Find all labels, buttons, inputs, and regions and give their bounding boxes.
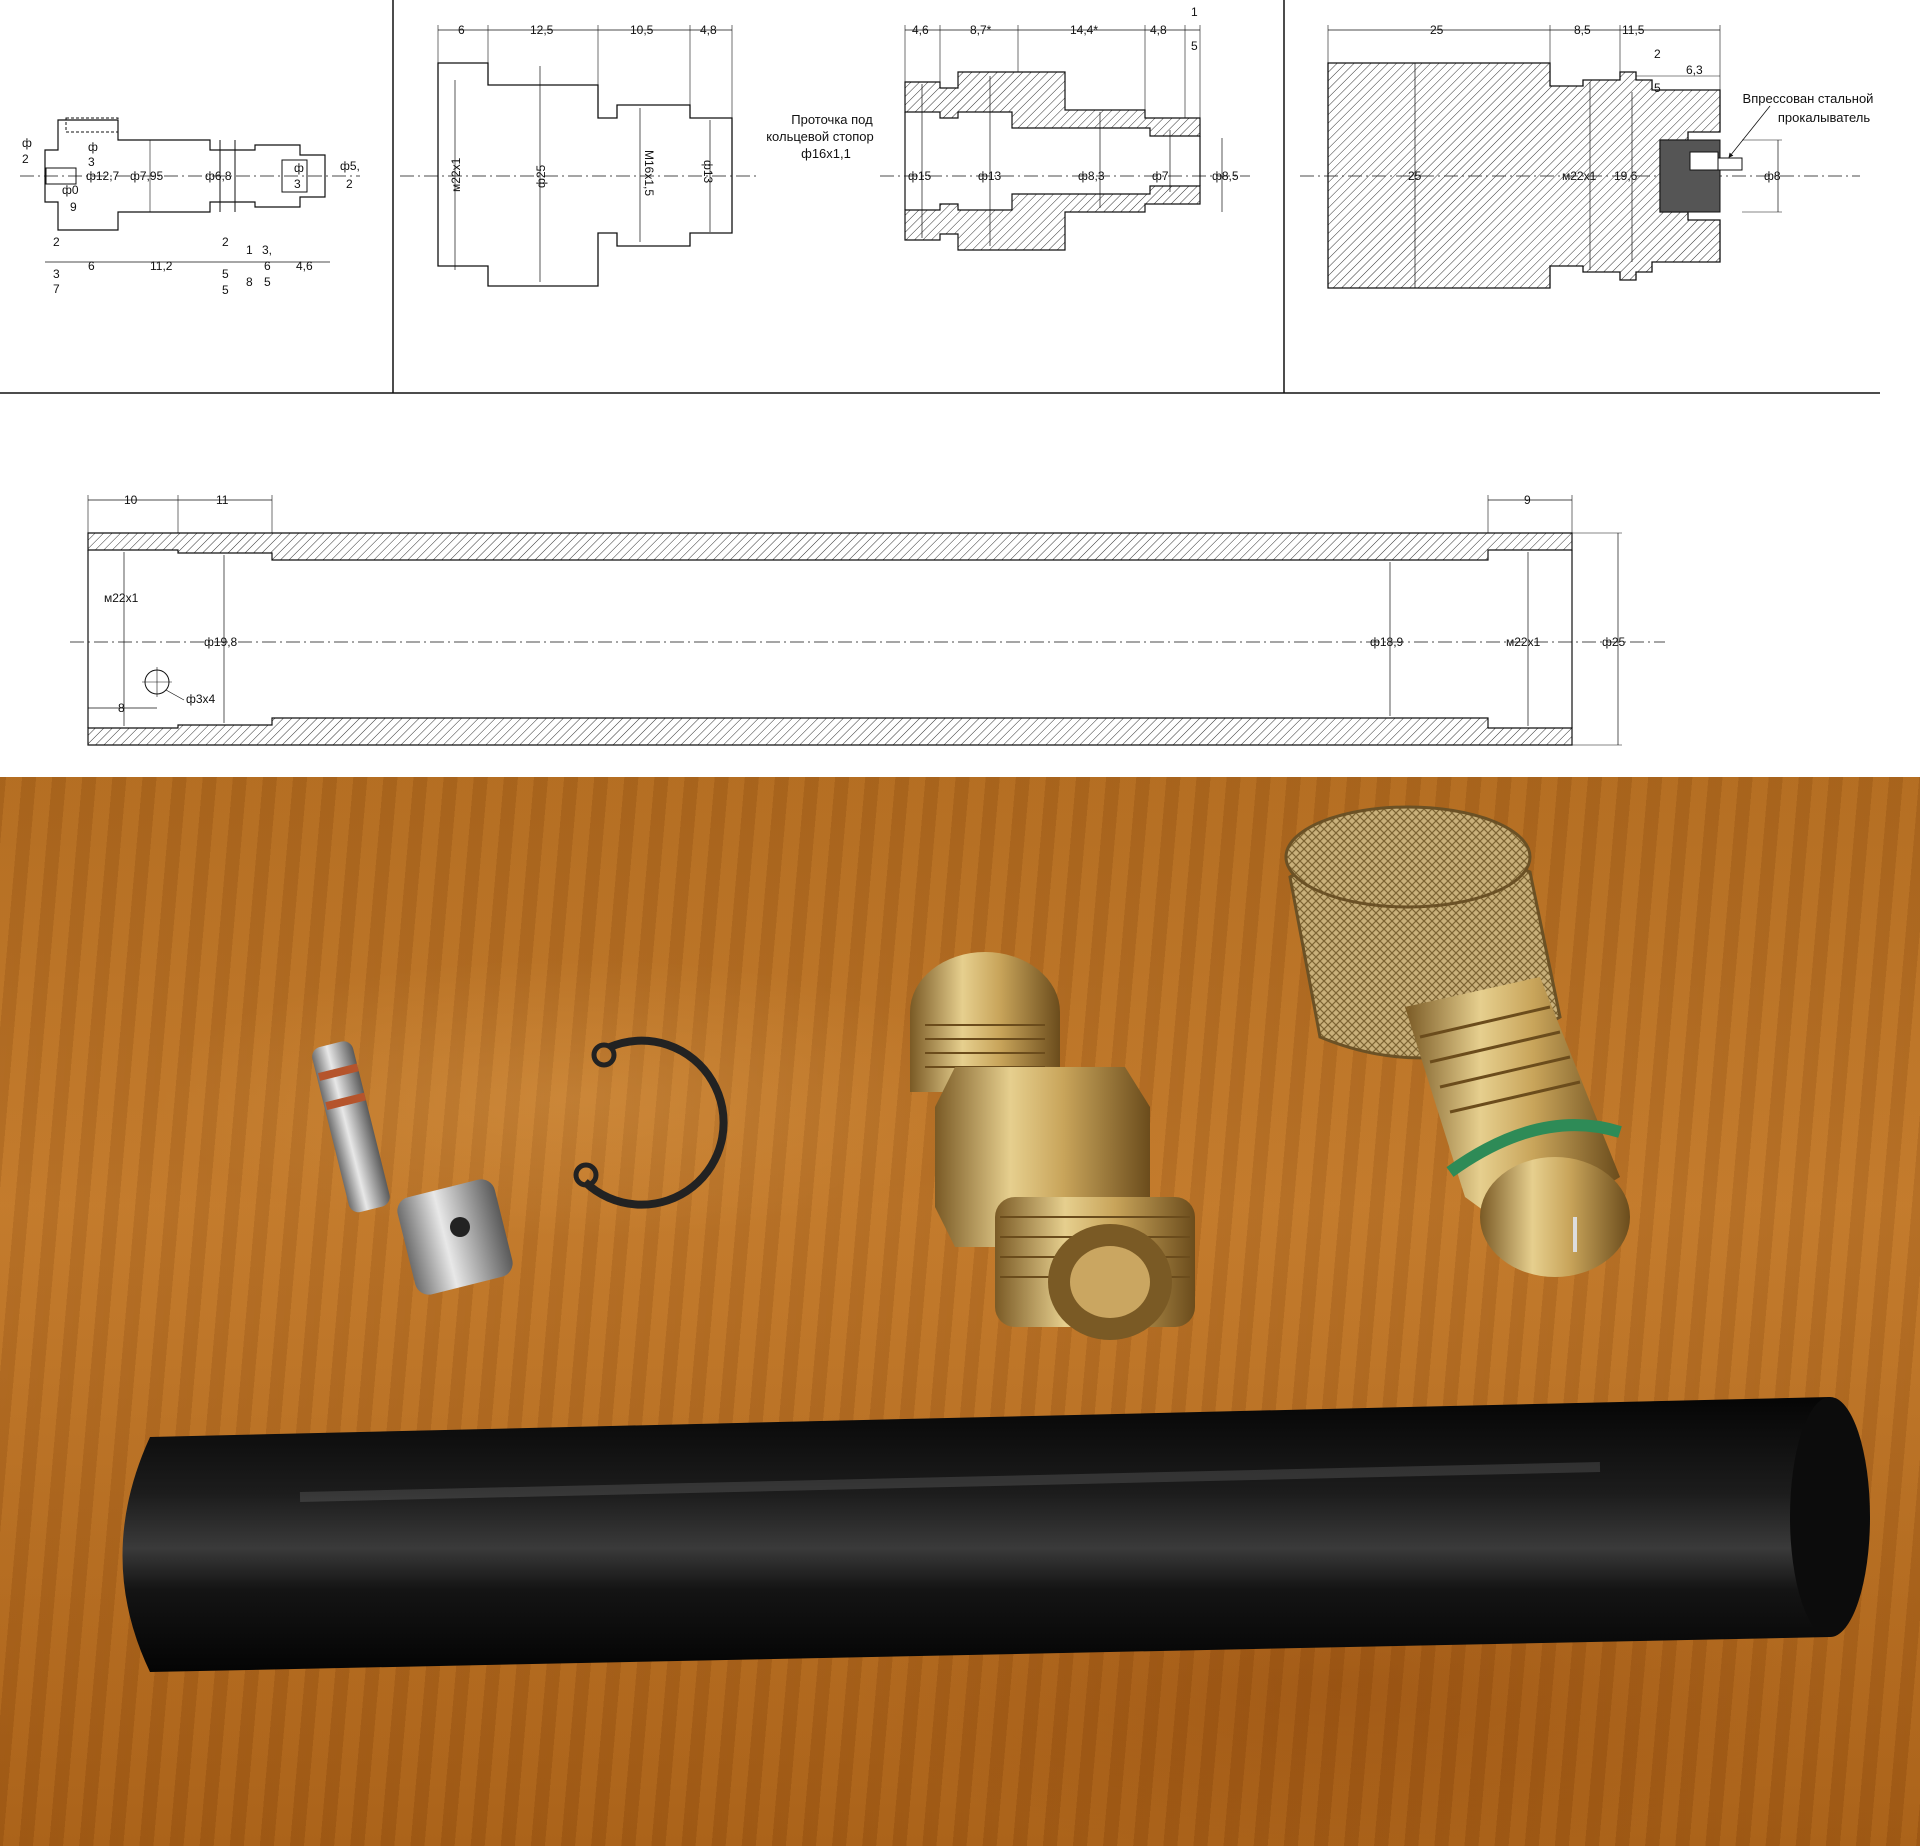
p1-dim-11: ф5,: [340, 159, 360, 173]
p3-dim-10: ф8,5: [1212, 169, 1239, 183]
tube-dim-4: ф19,8: [204, 635, 238, 649]
p1-dim-12: 2: [346, 177, 353, 191]
tube-dim-8: 8: [118, 701, 125, 715]
p2-dim-3: 4,8: [700, 23, 717, 37]
p4-dim-9: ф8: [1764, 169, 1781, 183]
p3-dim-4: 1: [1191, 5, 1198, 19]
technical-drawing-sheet: ф 2 ф 3 ф0 9 ф12,7 ф7,95 ф6,8 ф 3 ф5, 2 …: [0, 0, 1880, 746]
p1-dim-8: ф6,8: [205, 169, 232, 183]
tube-dim-2: 9: [1524, 493, 1531, 507]
brass-adapter: [910, 952, 1195, 1340]
tube-dim-0: 10: [124, 493, 138, 507]
p4-note-line-0: Впрессован стальной: [1743, 91, 1874, 106]
black-tube: [122, 1397, 1870, 1672]
p3-note-line-2: ф16х1,1: [801, 146, 851, 161]
knurled-cap: [1284, 805, 1630, 1277]
p4-dim-4: 5: [1654, 81, 1661, 95]
p3-note-line-0: Проточка под: [791, 112, 873, 127]
p1-dim-10: 3: [294, 177, 301, 191]
tube-dim-1: 11: [216, 493, 229, 507]
p1-dim-14: 3: [53, 267, 60, 281]
p1-dim-9: ф: [294, 161, 304, 175]
p1-dim-26: 4,6: [296, 259, 313, 273]
p4-dim-7: м22х1: [1562, 169, 1597, 183]
p3-dim-1: 8,7*: [970, 23, 992, 37]
p2-dim-1: 12,5: [530, 23, 554, 37]
p1-dim-18: 2: [222, 235, 229, 249]
p3-dim-8: ф8,3: [1078, 169, 1105, 183]
p3-dim-6: ф15: [908, 169, 932, 183]
p4-dim-3: 2: [1654, 47, 1661, 61]
parts-photo: [0, 777, 1920, 1846]
p1-dim-19: 5: [222, 267, 229, 281]
p2-dim-4: м22х1: [449, 157, 463, 192]
tube-dim-6: м22х1: [1506, 635, 1541, 649]
p1-dim-6: ф12,7: [86, 169, 120, 183]
tube-dim-9: ф3х4: [186, 692, 216, 706]
p1-dim-24: 6: [264, 259, 271, 273]
p3-dim-5: 5: [1191, 39, 1198, 53]
p1-dim-5: 9: [70, 200, 77, 214]
p1-dim-2: ф: [88, 140, 98, 154]
tube-dim-5: ф18,9: [1370, 635, 1404, 649]
p3-dim-9: ф7: [1152, 169, 1169, 183]
p1-dim-13: 2: [53, 235, 60, 249]
p1-dim-23: 3,: [262, 243, 272, 257]
p4-dim-1: 8,5: [1574, 23, 1591, 37]
circlip-ring: [573, 1036, 728, 1209]
p1-dim-20: 5: [222, 283, 229, 297]
p1-dim-17: 11,2: [150, 259, 173, 273]
p1-dim-1: 2: [22, 152, 29, 166]
tube-section-drawing: 10 11 9 м22х1 ф19,8 ф18,9 м22х1 ф25 8 ф3…: [70, 493, 1665, 746]
p3-dim-0: 4,6: [912, 23, 929, 37]
part4-cap-section-drawing: 25 8,5 11,5 2 5 6,3 25 м22х1 19,6 ф8 Впр…: [1300, 23, 1874, 289]
p4-dim-6: 25: [1408, 169, 1422, 183]
p4-dim-8: 19,6: [1614, 169, 1638, 183]
p3-note-line-1: кольцевой стопор: [766, 129, 874, 144]
valve-stem: [312, 1041, 513, 1295]
p3-dim-3: 4,8: [1150, 23, 1167, 37]
p3-dim-2: 14,4*: [1070, 23, 1098, 37]
p2-dim-2: 10,5: [630, 23, 654, 37]
p1-dim-21: 1: [246, 243, 253, 257]
p3-dim-7: ф13: [978, 169, 1002, 183]
p4-dim-5: 6,3: [1686, 63, 1703, 77]
p2-dim-0: 6: [458, 23, 465, 37]
p2-dim-6: М16х1,5: [642, 150, 656, 196]
p2-dim-7: ф13: [701, 160, 715, 184]
p4-dim-0: 25: [1430, 23, 1444, 37]
p4-note-line-1: прокалыватель: [1778, 110, 1871, 125]
tube-dim-7: ф25: [1602, 635, 1626, 649]
p1-dim-3: 3: [88, 155, 95, 169]
p1-dim-7: ф7,95: [130, 169, 164, 183]
p2-dim-5: ф25: [534, 164, 548, 188]
part1-valve-stem-drawing: ф 2 ф 3 ф0 9 ф12,7 ф7,95 ф6,8 ф 3 ф5, 2 …: [20, 117, 360, 297]
p1-dim-22: 8: [246, 275, 253, 289]
p1-dim-15: 7: [53, 282, 60, 296]
tube-dim-3: м22х1: [104, 591, 139, 605]
p4-dim-2: 11,5: [1622, 23, 1645, 37]
p1-dim-25: 5: [264, 275, 271, 289]
p1-dim-4: ф0: [62, 183, 79, 197]
p1-dim-16: 6: [88, 259, 95, 273]
part2-adapter-drawing: 6 12,5 10,5 4,8 м22х1 ф25 М16х1,5 ф13: [400, 23, 760, 287]
p1-dim-0: ф: [22, 136, 32, 150]
part3-adapter-section-drawing: Проточка под кольцевой стопор ф16х1,1 4,…: [766, 5, 1250, 251]
